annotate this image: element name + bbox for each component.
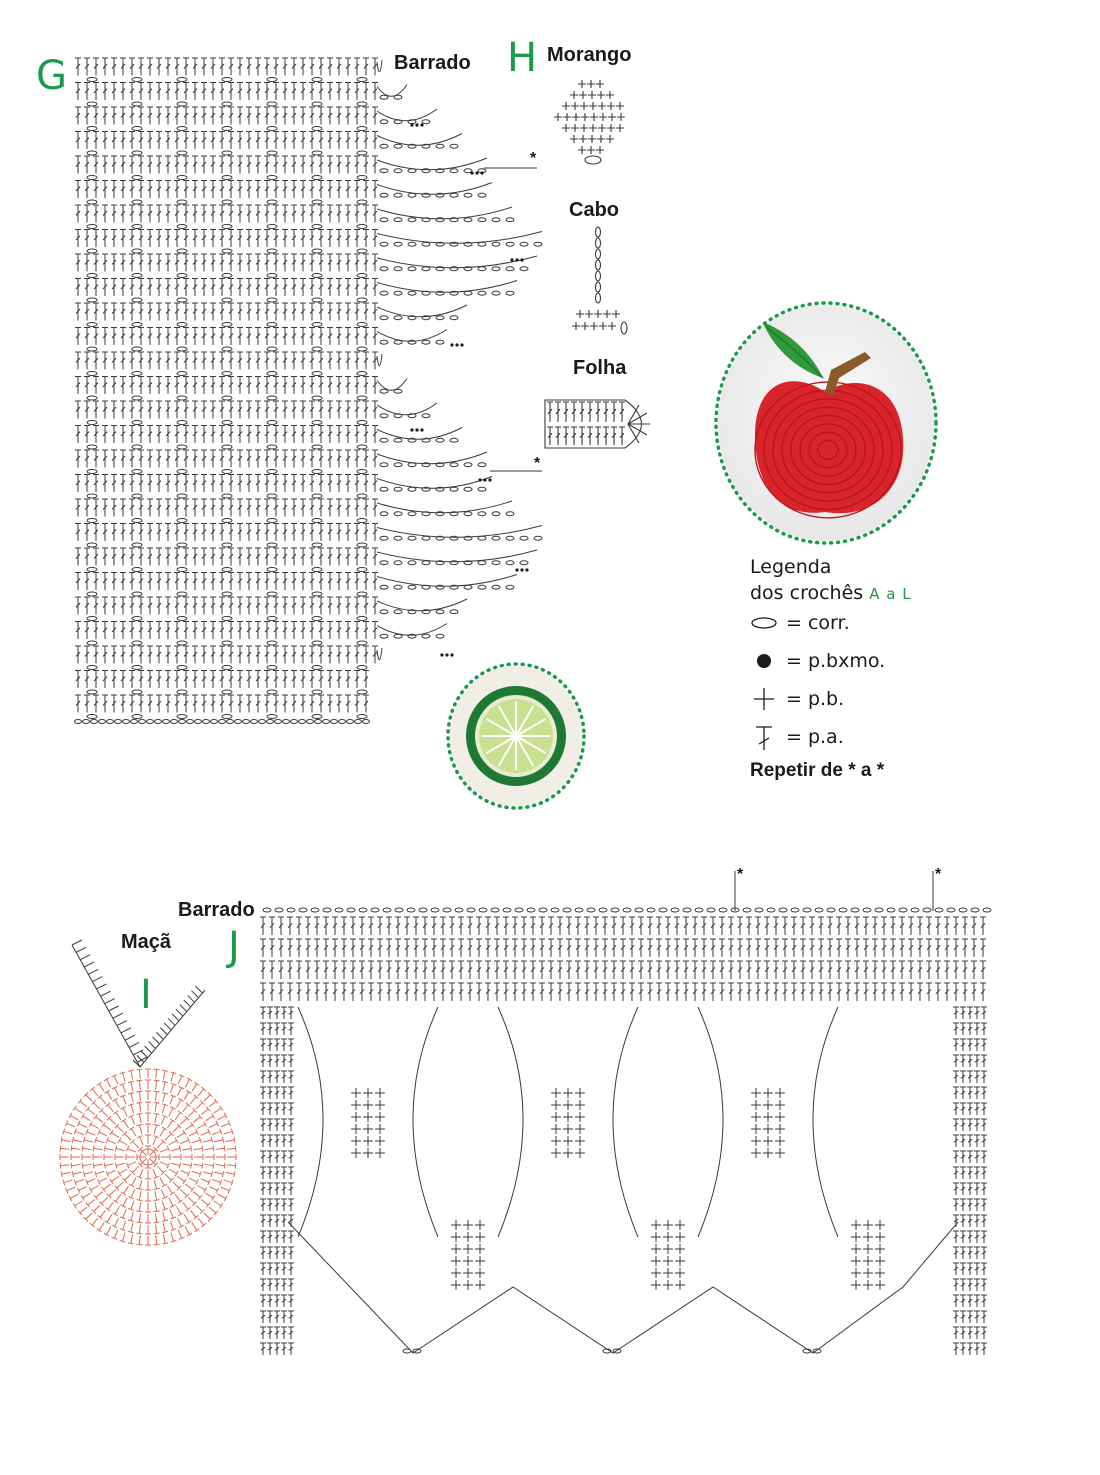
legend-item-single: = p.b. — [750, 686, 1080, 712]
legend-repeat-note: Repetir de * a * — [750, 760, 885, 781]
g-repeat-marker-1: * — [530, 150, 537, 167]
leaf-chart — [544, 399, 650, 449]
apple-photo — [714, 301, 938, 545]
strawberry-chart — [554, 80, 625, 165]
diagram-j-letter: J — [228, 924, 240, 970]
legend-label-chain: = corr. — [786, 612, 850, 634]
legend-title: Legenda — [750, 556, 832, 578]
legend-label-double: = p.a. — [786, 726, 844, 748]
legend-item-double: = p.a. — [750, 724, 1080, 750]
g-repeat-marker-2: * — [534, 455, 541, 472]
legend-label-slip: = p.bxmo. — [786, 650, 886, 672]
diagram-h-title: Morango — [547, 44, 632, 66]
legend-item-chain: = corr. — [750, 610, 1080, 636]
diagram-i-title: Maçã — [121, 931, 172, 953]
diagram-g-chart: * * — [74, 57, 543, 724]
stem-chart — [572, 226, 628, 335]
diagram-g-letter: G — [36, 53, 67, 99]
diagram-g-title: Barrado — [394, 52, 471, 74]
legend-range: A a L — [869, 585, 912, 603]
cabo-title: Cabo — [569, 199, 619, 221]
apple-chart — [59, 939, 237, 1246]
slip-stitch-dot-icon — [757, 654, 771, 668]
legend-subtitle-text: dos crochês — [750, 582, 864, 604]
chain-oval-icon — [751, 617, 777, 629]
legend-item-slip: = p.bxmo. — [750, 648, 1080, 674]
single-crochet-cross-icon — [754, 688, 774, 710]
diagram-i-letter: I — [140, 972, 152, 1018]
double-crochet-t-icon — [756, 726, 772, 750]
j-repeat-marker-1: * — [737, 866, 744, 883]
folha-title: Folha — [573, 357, 627, 379]
j-repeat-marker-2: * — [935, 866, 942, 883]
diagram-h-letter: H — [507, 35, 538, 81]
lime-photo — [446, 662, 586, 810]
diagram-j-chart: * * — [260, 866, 992, 1355]
legend-subtitle: dos crochês A a L — [750, 582, 1080, 604]
legend: Legenda dos crochês A a L = corr. = p.bx… — [750, 556, 1080, 782]
diagram-j-title: Barrado — [178, 899, 255, 921]
legend-label-single: = p.b. — [786, 688, 845, 710]
